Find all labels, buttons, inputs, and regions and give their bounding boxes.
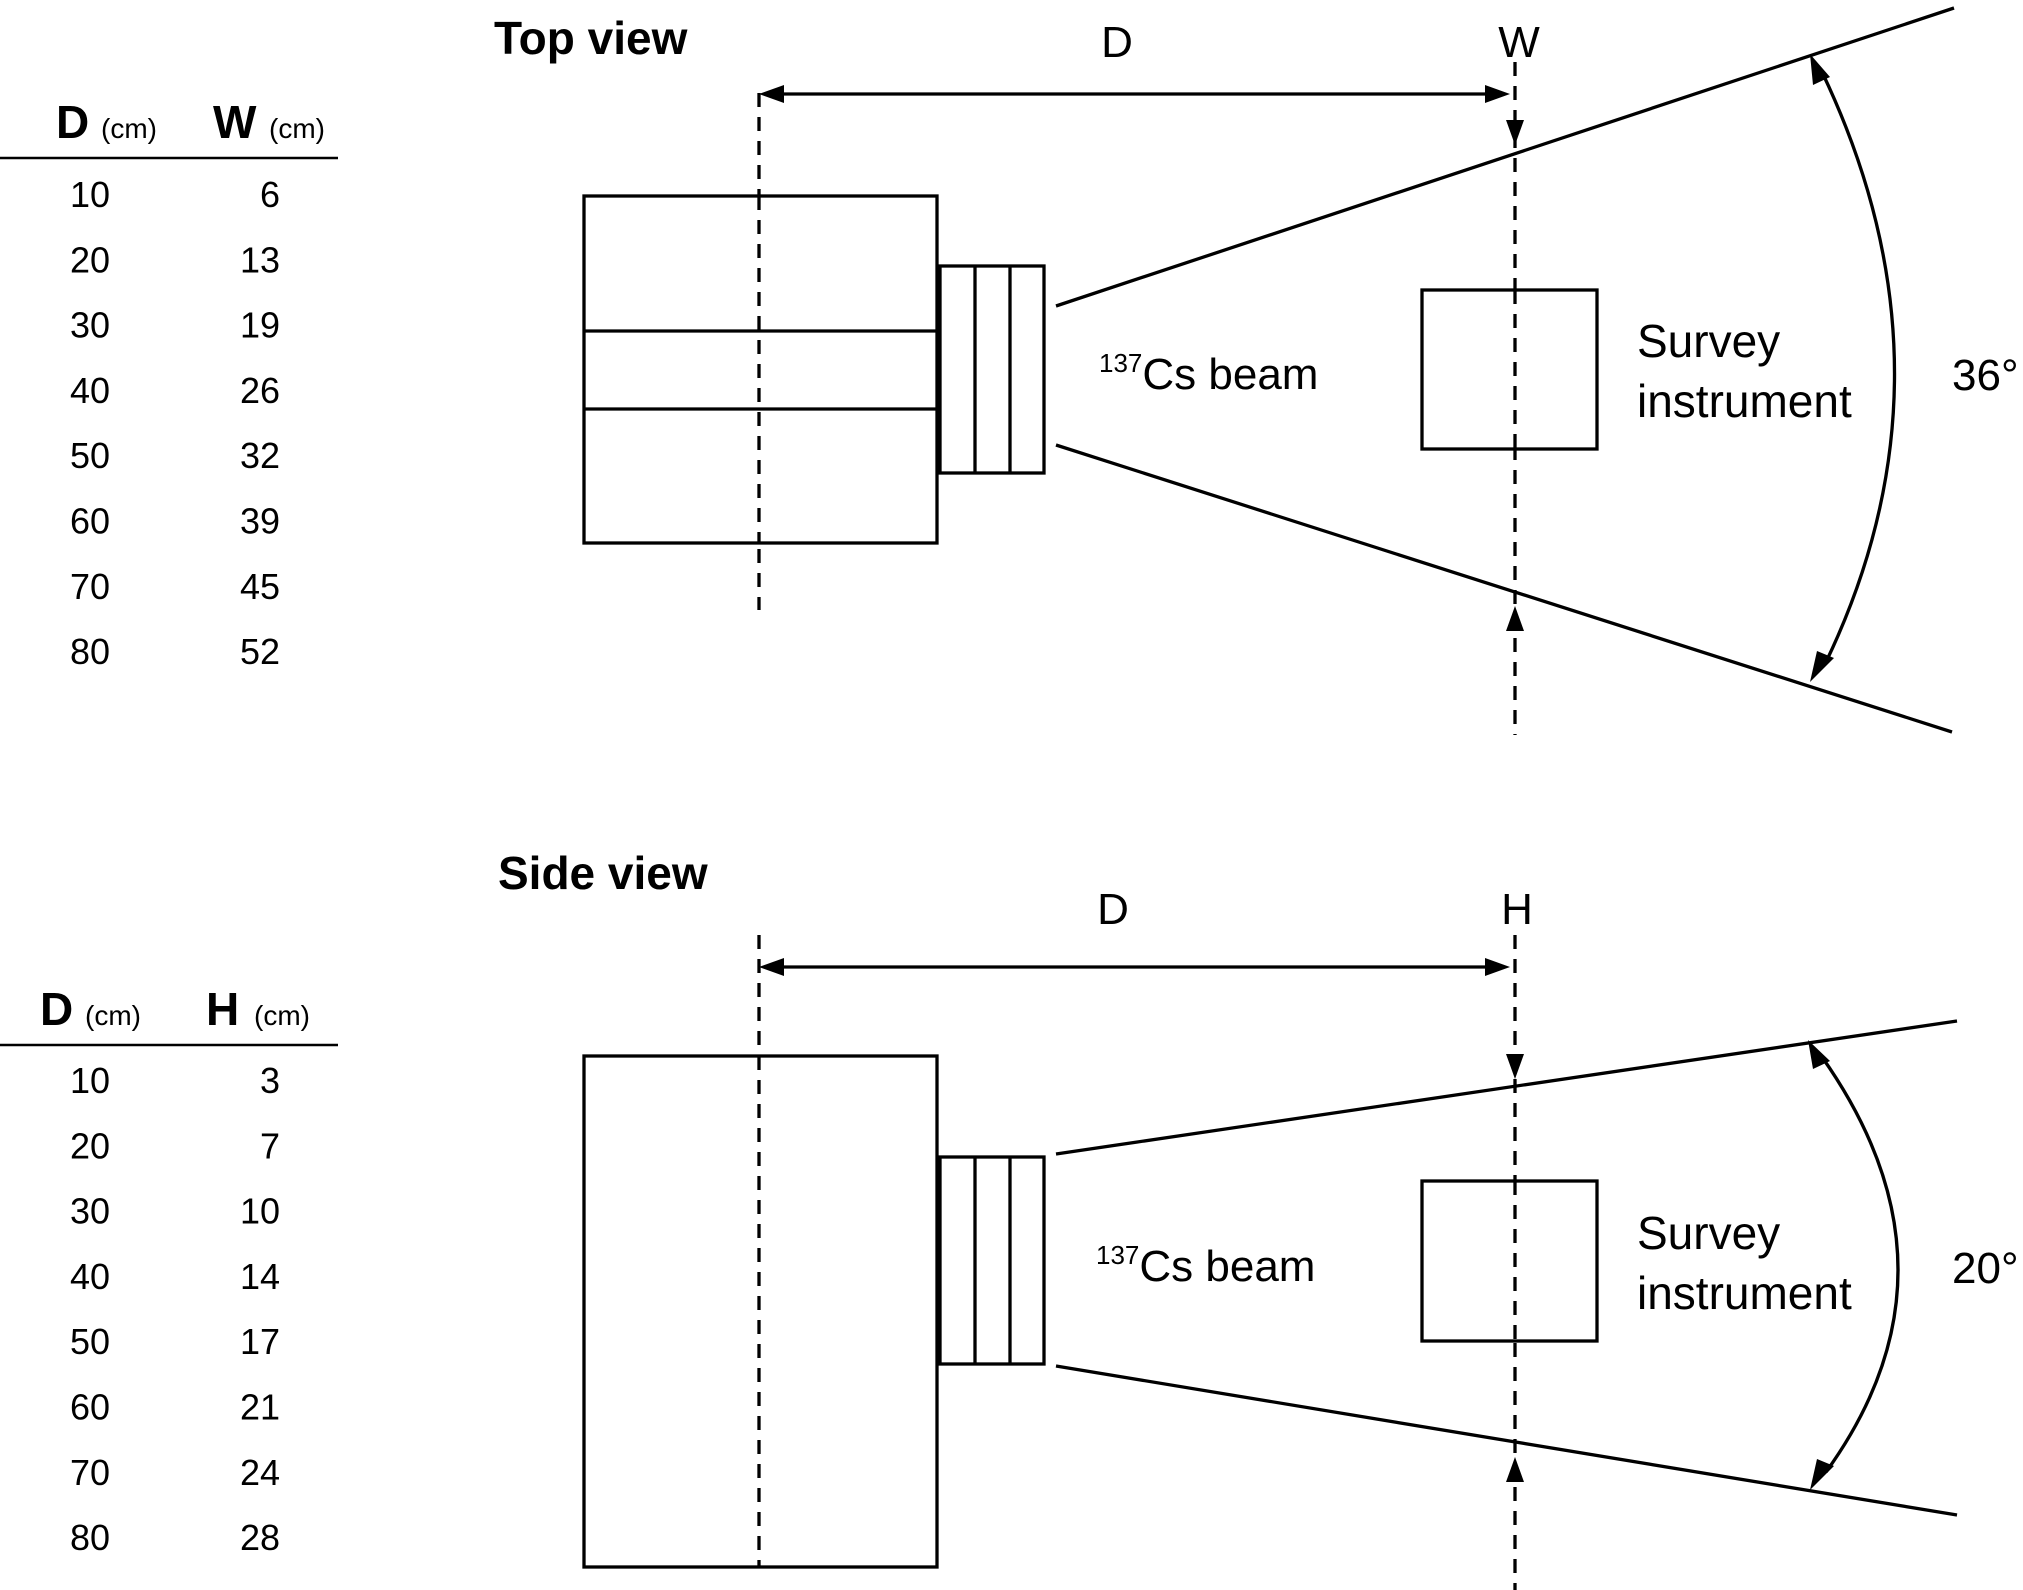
top-survey-instrument-box <box>1420 288 1599 451</box>
side-distance-label: D <box>1097 885 1129 934</box>
top-view-diagram: Top view D W 137Cs b <box>494 6 2019 735</box>
side-table-col1-symbol: D <box>40 983 73 1035</box>
side-table-row-3-value: 14 <box>240 1256 280 1297</box>
top-table-col2-unit: (cm) <box>269 113 325 144</box>
side-beam-label: 137Cs beam <box>1096 1240 1315 1291</box>
side-instrument-label-line2: instrument <box>1637 1267 1852 1319</box>
side-distance-arrow <box>759 958 1510 976</box>
top-table-row-1-distance: 20 <box>70 239 110 280</box>
top-table-row-6-distance: 70 <box>70 566 110 607</box>
top-view-title: Top view <box>494 12 688 64</box>
side-table-col1-unit: (cm) <box>85 1000 141 1031</box>
side-table-col2-unit: (cm) <box>254 1000 310 1031</box>
top-table-row-0-distance: 10 <box>70 174 110 215</box>
side-view-table: D (cm) H (cm) 10 3 20 7 30 10 40 14 50 17 60 21 70 24… <box>0 983 338 1558</box>
side-table-row-0-value: 3 <box>260 1060 280 1101</box>
top-distance-arrow <box>759 85 1510 103</box>
top-table-row-1-value: 13 <box>240 239 280 280</box>
side-beam-lower-edge <box>1055 1364 1958 1517</box>
side-table-row-5-distance: 60 <box>70 1387 110 1428</box>
side-table-row-7-distance: 80 <box>70 1517 110 1558</box>
top-beam-lower-edge <box>1055 443 1953 734</box>
top-table-row-5-distance: 60 <box>70 501 110 542</box>
side-size-label: H <box>1501 885 1533 934</box>
side-table-row-1-distance: 20 <box>70 1125 110 1166</box>
top-angle-label: 36° <box>1952 351 2019 400</box>
side-view-title: Side view <box>498 847 708 899</box>
top-size-arrowhead-lower <box>1506 606 1524 631</box>
side-instrument-label-line1: Survey <box>1637 1207 1780 1259</box>
side-table-rows: 10 3 20 7 30 10 40 14 50 17 60 21 70 24 80 28 <box>70 1060 280 1558</box>
top-table-row-4-distance: 50 <box>70 435 110 476</box>
side-table-row-7-value: 28 <box>240 1517 280 1558</box>
top-collimator <box>938 264 1046 475</box>
top-table-row-2-value: 19 <box>240 305 280 346</box>
side-table-row-5-value: 21 <box>240 1387 280 1428</box>
side-table-row-4-distance: 50 <box>70 1321 110 1362</box>
top-source-housing <box>582 194 939 545</box>
top-table-col2-symbol: W <box>213 96 257 148</box>
side-table-row-3-distance: 40 <box>70 1256 110 1297</box>
side-table-row-0-distance: 10 <box>70 1060 110 1101</box>
side-size-arrowhead-lower <box>1506 1457 1524 1482</box>
side-collimator <box>938 1155 1046 1366</box>
top-table-row-5-value: 39 <box>240 501 280 542</box>
side-angle-label: 20° <box>1952 1244 2019 1293</box>
top-table-row-3-value: 26 <box>240 370 280 411</box>
top-beam-upper-edge <box>1055 6 1955 308</box>
top-table-row-7-value: 52 <box>240 631 280 672</box>
top-instrument-label-line2: instrument <box>1637 375 1852 427</box>
side-size-arrowhead-upper <box>1506 1054 1524 1079</box>
side-table-row-2-value: 10 <box>240 1191 280 1232</box>
side-beam-upper-edge <box>1055 1019 1958 1156</box>
side-table-row-6-distance: 70 <box>70 1452 110 1493</box>
top-table-row-0-value: 6 <box>260 174 280 215</box>
top-size-arrowhead-upper <box>1506 120 1524 145</box>
top-size-label: W <box>1498 18 1540 67</box>
top-view-table: D (cm) W (cm) 10 6 20 13 30 19 40 26 50 32 60 39 70 4… <box>0 96 338 672</box>
top-table-col1-symbol: D <box>56 96 89 148</box>
side-angle-arc <box>1808 1040 1900 1490</box>
side-table-row-6-value: 24 <box>240 1452 280 1493</box>
top-beam-label: 137Cs beam <box>1099 348 1318 399</box>
top-table-row-6-value: 45 <box>240 566 280 607</box>
top-table-rows: 10 6 20 13 30 19 40 26 50 32 60 39 70 45 80 52 <box>70 174 280 672</box>
top-table-col1-unit: (cm) <box>101 113 157 144</box>
side-table-row-4-value: 17 <box>240 1321 280 1362</box>
top-table-row-7-distance: 80 <box>70 631 110 672</box>
top-table-row-4-value: 32 <box>240 435 280 476</box>
top-instrument-label-line1: Survey <box>1637 315 1780 367</box>
top-angle-arc <box>1810 54 1897 682</box>
side-view-diagram: Side view D H 137Cs beam Surv <box>498 847 2019 1590</box>
side-table-row-2-distance: 30 <box>70 1191 110 1232</box>
side-survey-instrument-box <box>1420 1179 1599 1343</box>
side-source-housing <box>582 1054 939 1569</box>
side-table-col2-symbol: H <box>206 983 239 1035</box>
top-distance-label: D <box>1101 18 1133 67</box>
top-table-row-2-distance: 30 <box>70 305 110 346</box>
top-table-row-3-distance: 40 <box>70 370 110 411</box>
side-table-row-1-value: 7 <box>260 1125 280 1166</box>
